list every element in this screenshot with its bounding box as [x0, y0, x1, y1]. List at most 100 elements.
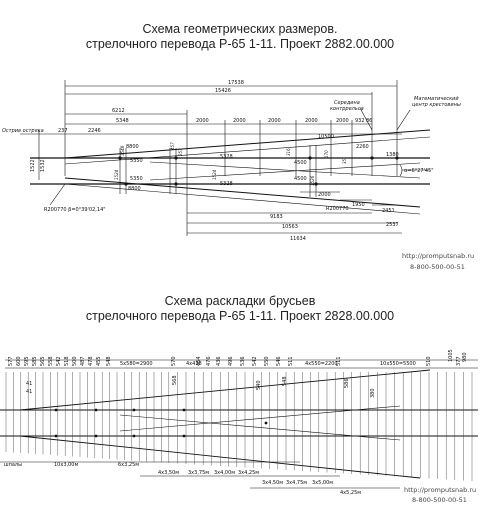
dim-5328-b: 5328 — [220, 181, 233, 187]
dim-2000-bottom: 2000 — [318, 192, 331, 198]
scheme2-points — [54, 408, 268, 438]
dim-86: 86 — [366, 118, 372, 124]
dim-5348: 5348 — [116, 118, 129, 124]
top-dim-label: 510 — [426, 356, 432, 366]
top-dim-label: 4x438 — [186, 361, 202, 367]
dim-9183: 9183 — [270, 214, 283, 220]
mark-380: 380 — [370, 388, 376, 398]
top-dim-label: 500 — [72, 356, 78, 366]
dim-6212: 6212 — [112, 108, 125, 114]
top-dim-label: 600 — [16, 356, 22, 366]
dim-8800-a: 8800 — [126, 144, 139, 150]
top-dim-label: 558 — [48, 356, 54, 366]
dim-2246: 2246 — [88, 128, 101, 134]
scheme2-labels: 41 41 568 540 586 380 548 1005 980 шпалы… — [4, 349, 476, 504]
label-math-center-1: Математический — [414, 96, 459, 102]
scheme1-drawing — [20, 80, 431, 236]
top-dim-label: 496 — [228, 356, 234, 366]
dim-r200770: R200770 — [326, 206, 349, 212]
scheme1-labels: 17538 15426 6212 5348 2246 237 2000 2000… — [2, 80, 474, 271]
mark-548: 548 — [282, 376, 288, 386]
mark-980: 980 — [462, 352, 468, 362]
dim-11634: 11634 — [290, 236, 306, 242]
scheme2-title-line2: стрелочного перевода Р-65 1-11. Проект 2… — [85, 309, 395, 323]
top-dim-label: 518 — [64, 356, 70, 366]
label-kontrrelsa: контррельса — [330, 106, 364, 112]
top-dim-label: 546 — [276, 356, 282, 366]
dim-1522: 1522 — [30, 159, 36, 172]
mark-41-a: 41 — [26, 381, 32, 387]
bottom-shpaly: шпалы — [4, 462, 22, 468]
dim-2000-b: 2000 — [233, 118, 246, 124]
dim-1532: 1532 — [40, 159, 46, 172]
top-dim-label: 536 — [240, 356, 246, 366]
dim-4500-b: 4500 — [294, 176, 307, 182]
mark-540: 540 — [256, 380, 262, 390]
top-dim-label: 511 — [336, 356, 342, 366]
dim-17538: 17538 — [228, 80, 244, 86]
mark-568: 568 — [172, 375, 178, 385]
top-dim-label: 548 — [106, 356, 112, 366]
dim-2537: 2537 — [386, 222, 399, 228]
vdim-35: 35 — [342, 158, 347, 164]
dim-5350-b: 5350 — [130, 176, 143, 182]
top-dim-label: 464 — [196, 356, 202, 366]
top-dim-label: 542 — [56, 356, 62, 366]
top-dim-label: 570 — [171, 356, 177, 366]
label-angle-alpha: α=6°27'45" — [404, 168, 434, 174]
top-dim-label: 5x580=2900 — [120, 361, 153, 367]
bottom-4x350: 4x3,50м — [158, 470, 179, 476]
top-dim-label: 476 — [206, 356, 212, 366]
bottom-3x500: 3x5,00м — [312, 480, 333, 486]
top-dim-label: 511 — [288, 356, 294, 366]
top-dim-label: 436 — [216, 356, 222, 366]
vdim-1526: 1526 — [310, 175, 315, 186]
dim-2260: 2260 — [356, 144, 369, 150]
dim-5350-a: 5350 — [130, 158, 143, 164]
watermark-url-2: http://promputsnab.ru — [404, 486, 476, 494]
top-dim-label: 10x550=5500 — [380, 361, 416, 367]
top-dim-label: 585 — [32, 356, 38, 366]
vdim-257: 257 — [178, 148, 183, 156]
vdim-170: 170 — [324, 150, 329, 158]
dim-237: 237 — [58, 128, 68, 134]
top-dim-label: 478 — [88, 356, 94, 366]
bottom-6x325: 6x3,25м — [118, 462, 139, 468]
scheme1-points — [118, 156, 399, 186]
bottom-4x525: 4x5,25м — [340, 490, 361, 496]
vdim-1524-b: 1524 — [212, 169, 217, 180]
bottom-10x300: 10x3,00м — [54, 462, 78, 468]
dim-10500-a: 10500 — [318, 134, 334, 140]
scheme1-title-line1: Схема геометрических размеров. — [142, 22, 338, 36]
mark-41-b: 41 — [26, 389, 32, 395]
vdim-1524-a: 1524 — [114, 169, 119, 180]
scheme2-title: Схема раскладки брусьев стрелочного пере… — [0, 294, 480, 324]
dim-1380: 1380 — [386, 152, 399, 158]
dim-2000-c: 2000 — [268, 118, 281, 124]
watermark-phone-2: 8-800-500-00-51 — [412, 496, 467, 504]
dim-2451: 2451 — [382, 208, 395, 214]
top-dim-label: 595 — [24, 356, 30, 366]
bottom-3x400: 3x4,00м — [214, 470, 235, 476]
top-dim-label: 377 — [456, 356, 462, 366]
scheme1-title-line2: стрелочного перевода Р-65 1-11. Проект 2… — [85, 37, 395, 51]
dim-2000-a: 2000 — [196, 118, 209, 124]
top-dim-label: 550 — [264, 356, 270, 366]
vdim-1548: 1548 — [120, 145, 125, 156]
top-dim-label: 565 — [40, 356, 46, 366]
dim-8800-b: 8800 — [128, 186, 141, 192]
dim-2000-e: 2000 — [336, 118, 349, 124]
dim-932: 932 — [355, 118, 365, 124]
bottom-3x425: 3x4,25м — [238, 470, 259, 476]
bottom-3x475: 3x4,75м — [286, 480, 307, 486]
vdim-316: 316 — [286, 148, 291, 156]
dim-15426: 15426 — [215, 88, 231, 94]
top-dim-label: 487 — [80, 356, 86, 366]
dim-2000-d: 2000 — [305, 118, 318, 124]
watermark-phone-1: 8-800-500-00-51 — [410, 263, 465, 271]
top-dim-label: 455 — [96, 356, 102, 366]
label-seredina: Середина — [334, 100, 360, 106]
vdim-457: 457 — [170, 142, 175, 150]
label-radius-angle: R200770 β=0°39'02,14" — [44, 207, 106, 213]
